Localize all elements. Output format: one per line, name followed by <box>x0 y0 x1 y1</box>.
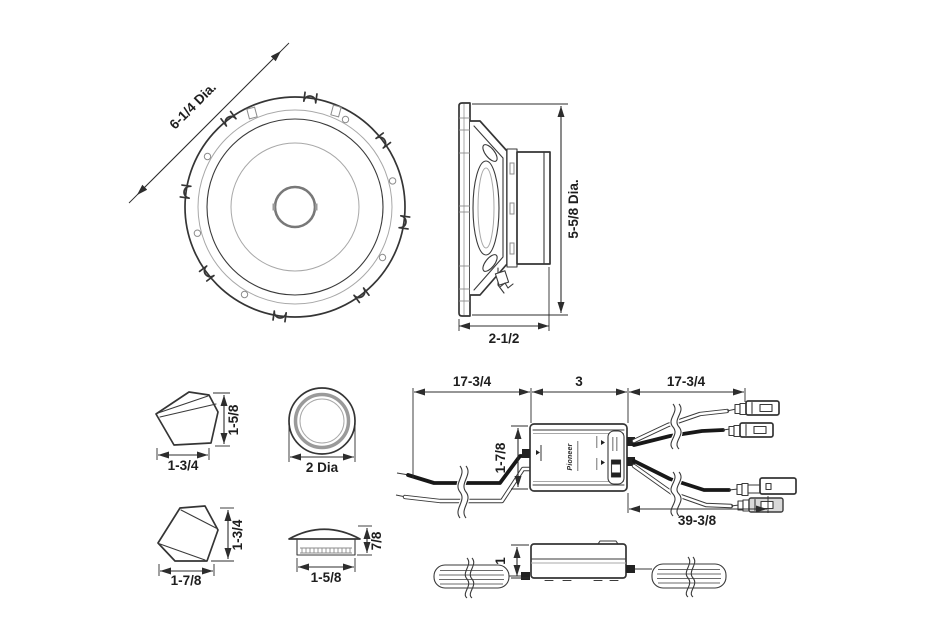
female-spade-connector-sleeved <box>730 497 784 513</box>
tweeter-flush-view: 7/8 1-5/8 <box>288 525 384 585</box>
dim-label-flush-height: 7/8 <box>369 531 384 550</box>
crossover-side-view: 1 <box>433 540 727 599</box>
dim-label-tweeter-side-width: 1-3/4 <box>168 458 199 473</box>
basket-vent <box>482 254 498 272</box>
wire-bundle-right <box>651 556 727 598</box>
tweeter-front-dimension: 2 Dia <box>288 423 356 475</box>
dim-label-woofer-depth: 2-1/2 <box>489 331 520 346</box>
crossover-top-dimensions: 17-3/4 3 17-3/4 1-7/8 39-3/8 <box>412 374 769 528</box>
female-spade-connector <box>722 422 774 438</box>
bundle-tie <box>464 557 470 599</box>
tweeter-angled-housing <box>157 505 219 562</box>
magnet <box>516 151 551 265</box>
tweeter-side-view: 1-5/8 1-3/4 <box>155 391 241 473</box>
basket-window <box>472 160 500 256</box>
tweeter-housing <box>155 391 219 446</box>
dim-label-side-height: 1 <box>493 557 508 565</box>
flush-dome <box>288 528 361 540</box>
dim-label-flush-width: 1-5/8 <box>311 570 342 585</box>
woofer-wire-black <box>632 459 731 492</box>
dim-label-tweeter-angled-width: 1-7/8 <box>171 573 202 588</box>
dim-label-woofer-diameter: 6-1/4 Dia. <box>167 80 220 133</box>
woofer-terminal <box>627 457 635 466</box>
dim-label-left-wire: 17-3/4 <box>453 374 492 389</box>
tweeter-front-outline <box>288 387 356 455</box>
tweeter-front-view: 2 Dia <box>288 387 356 475</box>
female-spade-connector <box>726 400 780 416</box>
terminal-lug <box>494 267 514 294</box>
inline-connector <box>626 565 635 573</box>
flush-hatch <box>300 547 352 554</box>
dim-label-body-width: 3 <box>575 374 583 389</box>
wire-break-mark <box>457 465 463 519</box>
tweeter-trim-ring <box>293 392 351 450</box>
male-spade-connector <box>728 477 797 497</box>
crossover-side-dimension: 1 <box>493 544 529 579</box>
cone-ring <box>230 142 360 272</box>
woofer-wire-white <box>631 463 734 509</box>
flange-inner-ring <box>197 109 393 305</box>
woofer-front-view: 6-1/4 Dia. <box>128 42 411 323</box>
tweeter-side-dimensions: 1-5/8 1-3/4 <box>156 392 241 473</box>
dimension-line <box>136 50 282 196</box>
inline-connector <box>521 572 530 580</box>
dim-label-tweeter-side-height: 1-5/8 <box>226 404 241 435</box>
crossover-box-side <box>530 540 627 582</box>
crossover-top-view: Pioneer <box>395 374 797 528</box>
tweeter-wire-black <box>632 428 725 447</box>
wire-break-mark <box>670 403 676 450</box>
basket <box>470 120 508 296</box>
gasket-ticks <box>459 117 470 302</box>
dim-label-box-height: 1-7/8 <box>493 442 508 473</box>
spacer-plate <box>506 148 518 268</box>
bundle-tie <box>685 556 691 598</box>
woofer-side-dimensions: 5-5/8 Dia. 2-1/2 <box>458 103 581 346</box>
input-terminal <box>522 449 530 458</box>
tweeter-angled-dimensions: 1-3/4 1-7/8 <box>158 507 245 588</box>
brand-logo: Pioneer <box>567 442 574 470</box>
woofer-flange-outline <box>184 96 406 318</box>
dim-label-tweeter-diameter: 2 Dia <box>306 460 339 475</box>
tweeter-terminal <box>627 437 635 446</box>
dim-label-right-total: 39-3/8 <box>678 513 717 528</box>
wire-bundle-left <box>433 557 510 599</box>
woofer-side-view: 5-5/8 Dia. 2-1/2 <box>458 102 581 346</box>
basket-vent <box>482 144 498 162</box>
flange-tab <box>330 104 342 118</box>
dim-label-right-wire: 17-3/4 <box>667 374 706 389</box>
tweeter-angled-view: 1-3/4 1-7/8 <box>157 505 245 588</box>
tweeter-flush-dimensions: 7/8 1-5/8 <box>296 525 384 585</box>
dim-label-woofer-height: 5-5/8 Dia. <box>566 179 581 238</box>
dim-label-tweeter-angled-height: 1-3/4 <box>230 519 245 550</box>
surround-ring <box>206 118 384 296</box>
